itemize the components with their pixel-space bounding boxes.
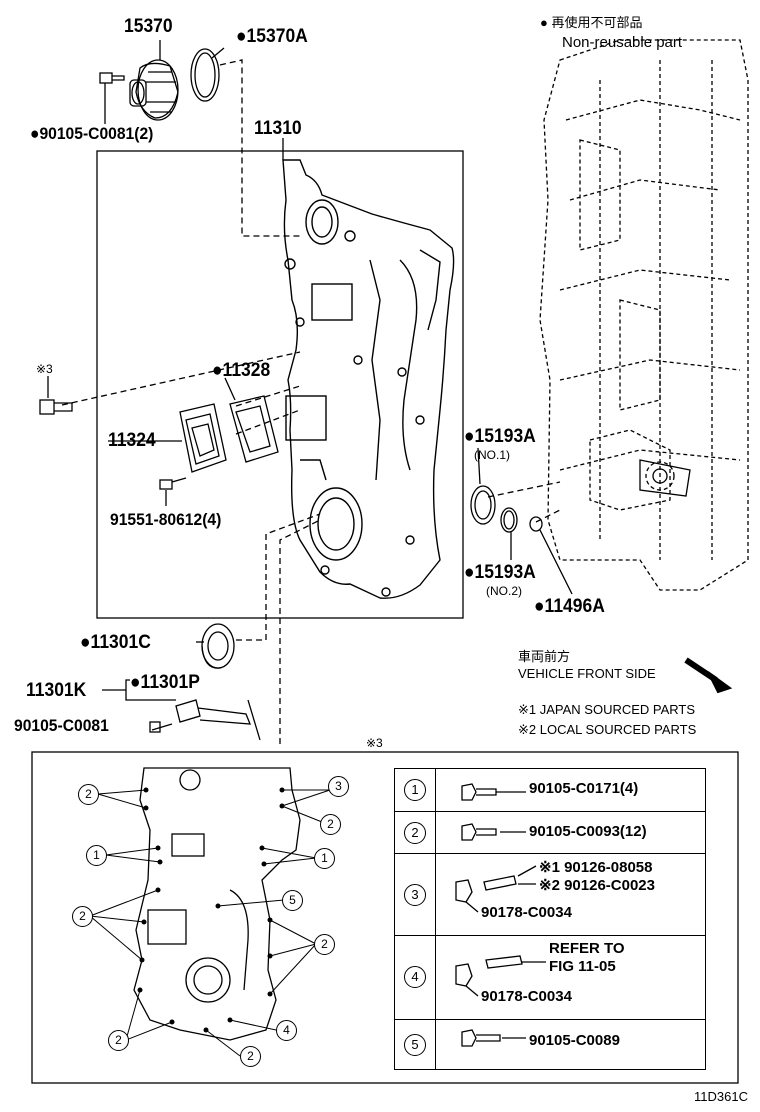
bolt-row-number: 5 — [404, 1034, 426, 1056]
part-15370a: ●15370A — [236, 26, 308, 47]
callout-bolt-5: 5 — [282, 890, 303, 911]
part-15193a-no2: ●15193A — [464, 562, 536, 583]
part-15193a-no1-sub: (NO.1) — [474, 448, 510, 462]
oil-seal-11301c — [201, 623, 235, 669]
part-90105-c0081-2: ●90105-C0081(2) — [30, 124, 154, 143]
part-15193a-no1: ●15193A — [464, 426, 536, 447]
bolt-row-number: 2 — [404, 822, 426, 844]
o-ring-15370a — [190, 48, 220, 102]
part-11301k: 11301K — [26, 680, 87, 701]
cover-plate-11324 — [179, 403, 227, 473]
callout-bolt-2: 2 — [314, 934, 335, 955]
o-ring-15193a-2 — [500, 507, 518, 533]
timing-cover-drawing — [282, 159, 455, 599]
bolt-row-number: 4 — [404, 966, 426, 988]
legend-jp-title: ● 再使用不可部品 — [540, 15, 643, 30]
bolt-row-2: 2 90105-C0093(12) — [395, 811, 705, 853]
ref-mark-left: ※3 — [36, 362, 53, 376]
engine-block-drawing — [539, 39, 749, 591]
part-90105-c0081: 90105-C0081 — [14, 716, 109, 735]
legend-en-title: Non-reusable part — [562, 34, 683, 51]
bolt-legend-table: 1 90105-C0171(4) 2 90105-C0093(12) 3 ※1 … — [394, 768, 706, 1070]
part-11496a: ●11496A — [534, 596, 605, 617]
bolt-part-number: 90178-C0034 — [481, 988, 572, 1005]
callout-bolt-3: 3 — [328, 776, 349, 797]
bolt-map-frame — [31, 751, 739, 1084]
direction-en: VEHICLE FRONT SIDE — [518, 666, 656, 681]
bolt-part-number: 90178-C0034 — [481, 904, 572, 921]
bolt-row-4: 4 REFER TO FIG 11-05 90178-C0034 — [395, 935, 705, 1019]
bolt-part-number: 90105-C0089 — [529, 1032, 620, 1049]
callout-bolt-1: 1 — [314, 848, 335, 869]
part-11301c: ●11301C — [80, 632, 151, 653]
sensor-11301p — [175, 699, 261, 741]
legend-bolt-drawings — [455, 783, 546, 1047]
figure-code: 11D361C — [694, 1089, 748, 1104]
bolt-row-number: 1 — [404, 779, 426, 801]
bolt-reference-line: FIG 11-05 — [549, 958, 616, 975]
o-ring-15193a-1 — [470, 485, 496, 525]
part-11310: 11310 — [254, 118, 302, 139]
part-91551: 91551-80612(4) — [110, 510, 222, 529]
bolt-map-cover-outline — [133, 767, 301, 1041]
bolt-row-5: 5 90105-C0089 — [395, 1019, 705, 1069]
callout-bolt-2: 2 — [240, 1046, 261, 1067]
part-15193a-no2-sub: (NO.2) — [486, 584, 522, 598]
bolt-ref-3 — [39, 399, 73, 415]
gasket-11328 — [229, 395, 279, 463]
part-11328: ●11328 — [212, 360, 271, 381]
direction-jp: 車両前方 — [518, 649, 571, 664]
bolt-part-number: 90105-C0171(4) — [529, 780, 639, 797]
bolt-row-number: 3 — [404, 884, 426, 906]
ref-mark-top: ※3 — [366, 736, 383, 750]
bolt-row-3: 3 ※1 90126-08058 ※2 90126-C0023 90178-C0… — [395, 853, 705, 935]
bolt-row-1: 1 90105-C0171(4) — [395, 769, 705, 811]
bolt-part-number: 90105-C0093(12) — [529, 823, 647, 840]
bolt-91551 — [159, 477, 187, 490]
part-11324: 11324 — [108, 430, 156, 451]
note-local-sourced: ※2 LOCAL SOURCED PARTS — [518, 722, 697, 737]
note-japan-sourced: ※1 JAPAN SOURCED PARTS — [518, 702, 696, 717]
part-15370: 15370 — [124, 16, 173, 37]
callout-bolt-2: 2 — [72, 906, 93, 927]
callout-bolt-2: 2 — [78, 784, 99, 805]
bolt-90105-c0081-2 — [99, 72, 125, 84]
callout-bolt-2: 2 — [108, 1030, 129, 1051]
bolt-reference-line: REFER TO — [549, 940, 625, 957]
callout-bolt-4: 4 — [276, 1020, 297, 1041]
bolt-part-number: ※2 90126-C0023 — [539, 877, 655, 894]
part-11301p: ●11301P — [130, 672, 200, 693]
callout-bolt-2: 2 — [320, 814, 341, 835]
o-ring-11496a — [529, 516, 543, 532]
bolt-part-number: ※1 90126-08058 — [539, 859, 653, 876]
callout-bolt-1: 1 — [86, 845, 107, 866]
water-pump-drawing — [129, 59, 179, 121]
